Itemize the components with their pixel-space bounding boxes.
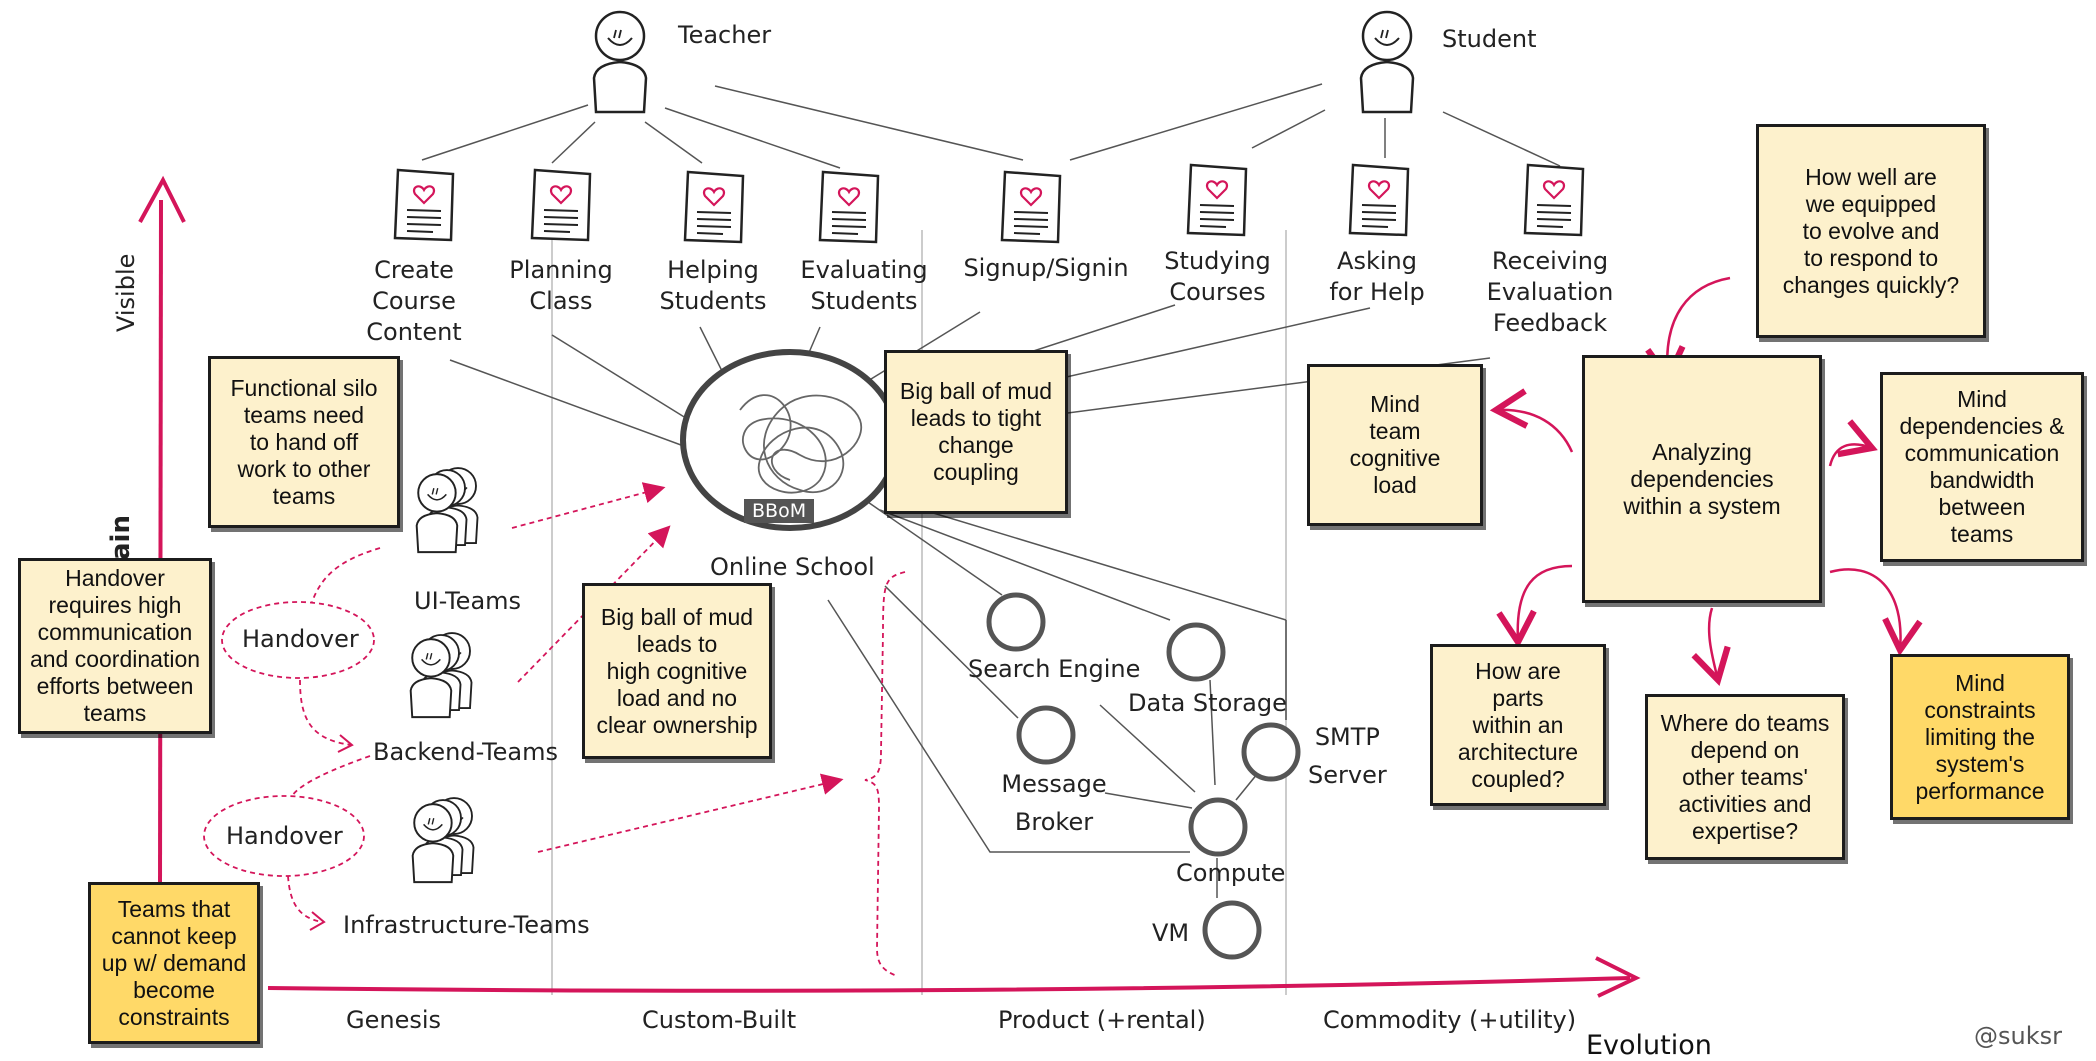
- backend-teams-label: Backend-Teams: [373, 738, 559, 766]
- data-storage-node: [1166, 622, 1226, 682]
- handover-label: Handover: [226, 822, 343, 850]
- student-icon: [1359, 10, 1415, 114]
- compute-node: [1188, 797, 1248, 857]
- message-broker-node: [1016, 705, 1076, 765]
- smtp-server-label: SMTP Server: [1308, 723, 1387, 789]
- teacher-icon: [592, 10, 648, 114]
- note-mind-cognitive-load: Mind team cognitive load: [1307, 364, 1483, 526]
- note-how-well-equipped: How well are we equipped to evolve and t…: [1756, 124, 1986, 338]
- infra-teams-label: Infrastructure-Teams: [343, 911, 590, 939]
- capability-doc-icon: [1000, 170, 1062, 244]
- compute-label: Compute: [1176, 859, 1286, 887]
- stage-commodity: Commodity (+utility): [1323, 1006, 1577, 1034]
- x-axis-title: Evolution: [1586, 1030, 1712, 1061]
- note-teams-constraints: Teams that cannot keep up w/ demand beco…: [88, 882, 260, 1044]
- vm-node: [1202, 900, 1262, 960]
- search-engine-label: Search Engine: [968, 655, 1141, 683]
- teacher-label: Teacher: [678, 21, 772, 49]
- component-nodes: [986, 592, 1301, 960]
- note-handover-communication: Handover requires high communication and…: [18, 558, 212, 734]
- ui-teams-label: UI-Teams: [414, 587, 522, 615]
- capability-studying-courses: Studying Courses: [1164, 247, 1271, 306]
- note-mind-constraints: Mind constraints limiting the system's p…: [1890, 654, 2070, 820]
- handover-label: Handover: [242, 625, 359, 653]
- y-axis-label: Visible: [112, 253, 140, 332]
- note-analyzing-dependencies: Analyzing dependencies within a system: [1582, 355, 1822, 603]
- team-arrows: [203, 482, 906, 977]
- online-school-label: Online School: [710, 553, 875, 581]
- note-functional-silo: Functional silo teams need to hand off w…: [208, 356, 400, 528]
- capability-signup-signin: Signup/Signin: [963, 254, 1129, 282]
- capability-doc-icon: [1523, 163, 1585, 237]
- note-how-coupled: How are parts within an architecture cou…: [1430, 644, 1606, 806]
- stage-genesis: Genesis: [346, 1006, 442, 1034]
- student-label: Student: [1442, 25, 1537, 53]
- infra-teams-icon: [413, 798, 474, 882]
- backend-teams-icon: [411, 633, 472, 717]
- stage-custom-built: Custom-Built: [642, 1006, 797, 1034]
- y-axis-partial-label: ain: [106, 515, 136, 560]
- search-engine-node: [986, 592, 1046, 652]
- ui-teams-icon: [417, 468, 478, 552]
- capability-doc-icon: [1348, 163, 1410, 237]
- capability-doc-icon: [530, 168, 592, 242]
- note-bbom-coupling: Big ball of mud leads to tight change co…: [884, 350, 1068, 514]
- capability-receiving-feedback: Receiving Evaluation Feedback: [1486, 247, 1614, 337]
- author-handle: @suksr: [1974, 1022, 2062, 1050]
- capability-helping-students: Helping Students: [659, 256, 767, 315]
- data-storage-label: Data Storage: [1128, 689, 1287, 717]
- message-broker-label: Message Broker: [1001, 770, 1107, 836]
- capability-doc-icon: [818, 170, 880, 244]
- stage-product: Product (+rental): [998, 1006, 1206, 1034]
- note-mind-dependencies: Mind dependencies & communication bandwi…: [1880, 372, 2084, 562]
- bbom-badge: BBoM: [744, 499, 815, 523]
- note-where-teams-depend: Where do teams depend on other teams' ac…: [1645, 694, 1845, 860]
- capability-evaluating-students: Evaluating Students: [800, 256, 928, 315]
- capability-doc-icon: [1186, 163, 1248, 237]
- smtp-server-node: [1241, 722, 1301, 782]
- note-bbom-cognitive: Big ball of mud leads to high cognitive …: [582, 583, 772, 759]
- capability-doc-icon: [683, 170, 745, 244]
- capability-doc-icon: [393, 168, 455, 242]
- capability-planning-class: Planning Class: [509, 256, 613, 315]
- capability-asking-for-help: Asking for Help: [1329, 247, 1425, 306]
- vm-label: VM: [1152, 919, 1190, 947]
- capability-create-course-content: Create Course Content: [366, 256, 462, 346]
